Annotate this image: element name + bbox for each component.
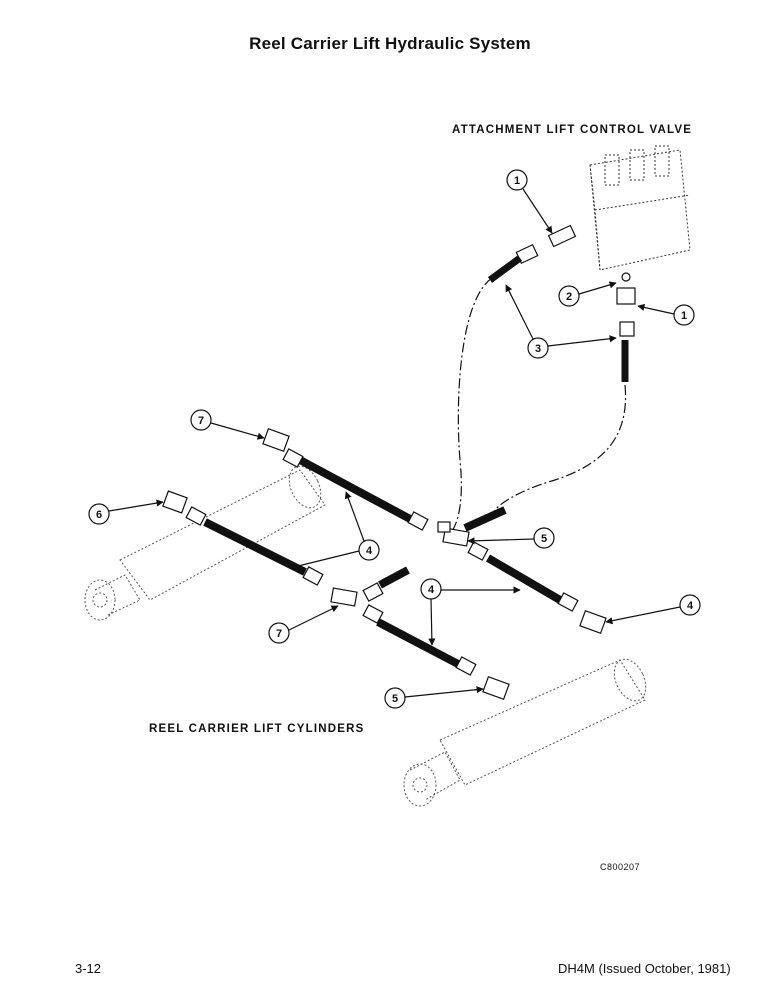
figure-code: C800207	[600, 862, 641, 872]
callout-text: 1	[514, 175, 520, 187]
hose-4-lower	[376, 618, 460, 668]
elbow-7-right	[579, 609, 607, 635]
callout-6-right	[384, 687, 406, 709]
callouts	[88, 169, 701, 709]
hose-cross-a	[378, 566, 410, 589]
callout-text: 2	[566, 291, 572, 303]
hoses-4	[203, 456, 563, 668]
lift-cylinders-label: REEL CARRIER LIFT CYLINDERS	[149, 723, 365, 735]
callout-7-right	[679, 594, 701, 616]
callout-text: 5	[392, 693, 398, 705]
elbow-6-left	[162, 490, 188, 514]
hose-4-right	[485, 554, 563, 604]
callout-text: 4	[687, 600, 694, 612]
callout-5-left	[268, 622, 290, 644]
page-title: Reel Carrier Lift Hydraulic System	[249, 34, 531, 53]
page-number: 3-12	[75, 961, 102, 976]
callout-1-top	[506, 169, 528, 191]
control-valve	[589, 145, 691, 271]
valve-fitting-right	[616, 272, 636, 337]
callout-text: 3	[535, 343, 541, 355]
callout-text: 4	[428, 584, 435, 596]
hose-3-left	[487, 255, 523, 283]
hose-cross-b	[463, 506, 507, 532]
callout-text: 1	[681, 310, 687, 322]
callout-5-right	[533, 527, 555, 549]
control-valve-label: ATTACHMENT LIFT CONTROL VALVE	[452, 124, 693, 136]
callout-2	[558, 285, 580, 307]
hose-4-upper	[298, 456, 414, 524]
callout-text: 7	[276, 628, 282, 640]
callout-3	[527, 337, 549, 359]
tee-5-left	[330, 587, 358, 607]
elbow-7-left	[262, 427, 290, 453]
callout-7-left	[190, 409, 212, 431]
callout-text: 7	[198, 415, 204, 427]
callout-text: 4	[366, 545, 373, 557]
callout-1-right	[673, 304, 695, 326]
callout-text: 5	[541, 533, 547, 545]
valve-fitting-top	[515, 224, 577, 265]
fittings	[162, 427, 607, 701]
elbow-6-right	[482, 675, 510, 701]
return-lines	[447, 277, 627, 537]
document-footer: DH4M (Issued October, 1981)	[558, 961, 731, 976]
hose-4-left	[203, 518, 307, 576]
right-lift-cylinder	[403, 658, 647, 807]
callout-4-upper	[358, 539, 380, 561]
left-lift-cylinder	[84, 465, 326, 621]
callout-6-left	[88, 503, 110, 525]
callout-text: 6	[96, 509, 102, 521]
